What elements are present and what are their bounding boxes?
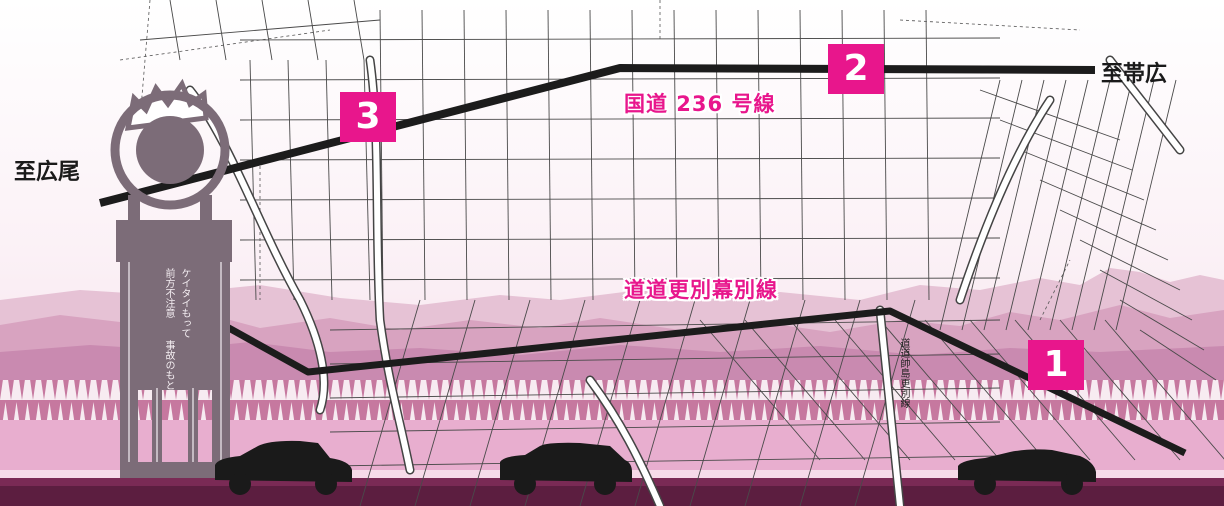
road-label-sarabetsu-makubetsu: 道道更別幕別線 (624, 278, 778, 302)
tower-trim (128, 262, 222, 462)
street-grid-dashed (119, 0, 1081, 321)
tower-ring (110, 90, 230, 210)
tower-sign (110, 78, 232, 478)
road-edge (0, 486, 1224, 506)
tower-disc (136, 116, 204, 184)
car-middle (500, 442, 632, 495)
road-label-national-236: 国道 236 号線 (624, 92, 776, 116)
route-national-236 (98, 64, 1096, 207)
marker-3: 3 (340, 92, 396, 142)
car-left (215, 440, 352, 495)
marker-1: 1 (1028, 340, 1084, 390)
car-right (958, 449, 1096, 495)
destination-hiroo: 至広尾 (14, 160, 81, 185)
road-label-vertical: 道道帥島更別線 (898, 338, 909, 408)
destination-obihiro: 至帯広 (1101, 62, 1168, 87)
tower-panel (116, 220, 232, 262)
tower-base (120, 462, 230, 478)
tower-text-line3: 事故のもと (163, 340, 174, 390)
tower-text-line1: ケイタイもって (179, 268, 190, 338)
marker-2: 2 (828, 44, 884, 94)
tower-text-line2: 前方不注意 (163, 268, 174, 318)
